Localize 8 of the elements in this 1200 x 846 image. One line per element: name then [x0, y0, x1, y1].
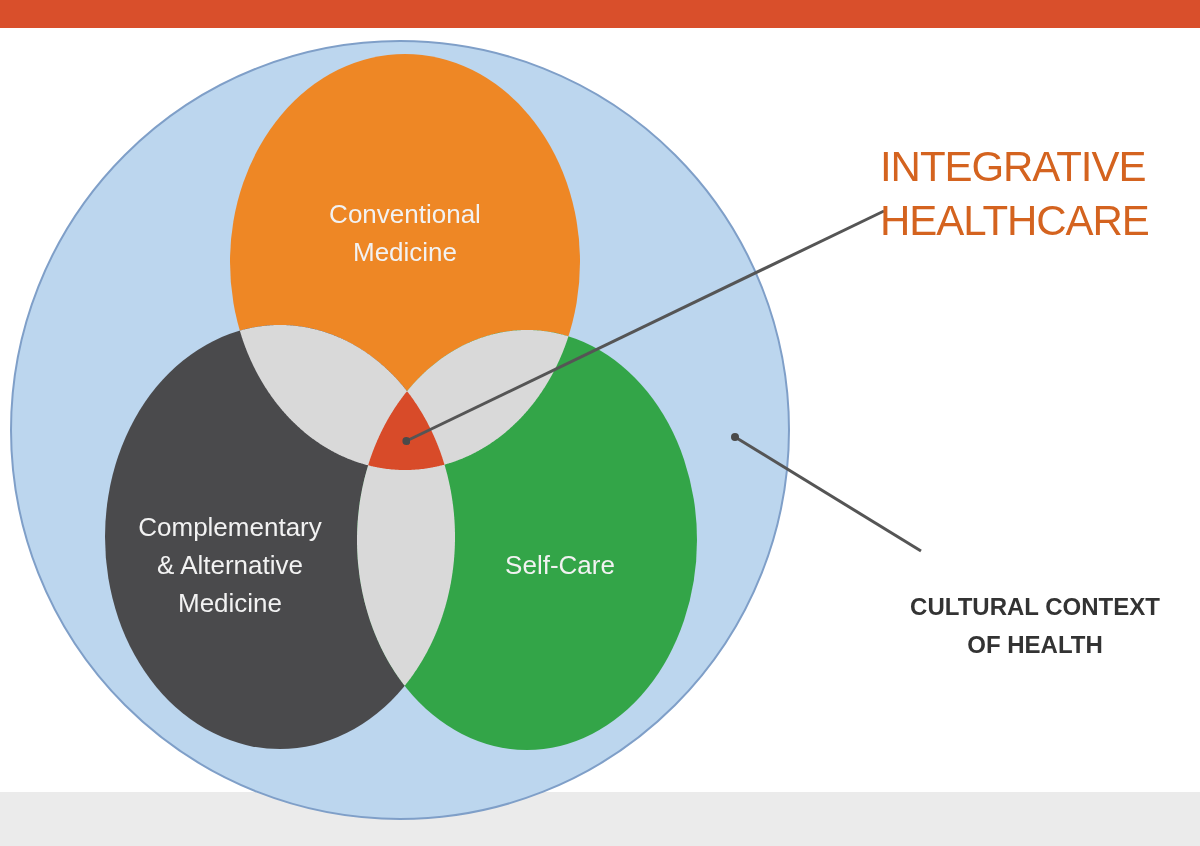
center-overlap [368, 391, 445, 470]
circle-label: Self-Care [504, 549, 616, 582]
leader-line [402, 209, 885, 445]
circle-label: Complementary & Alternative Medicine [137, 511, 323, 620]
callout-title: INTEGRATIVE HEALTHCARE [880, 140, 1190, 248]
callout-label: CULTURAL CONTEXT OF HEALTH [900, 588, 1170, 664]
circle-label: Conventional Medicine [328, 198, 482, 269]
leader-line [731, 433, 922, 553]
